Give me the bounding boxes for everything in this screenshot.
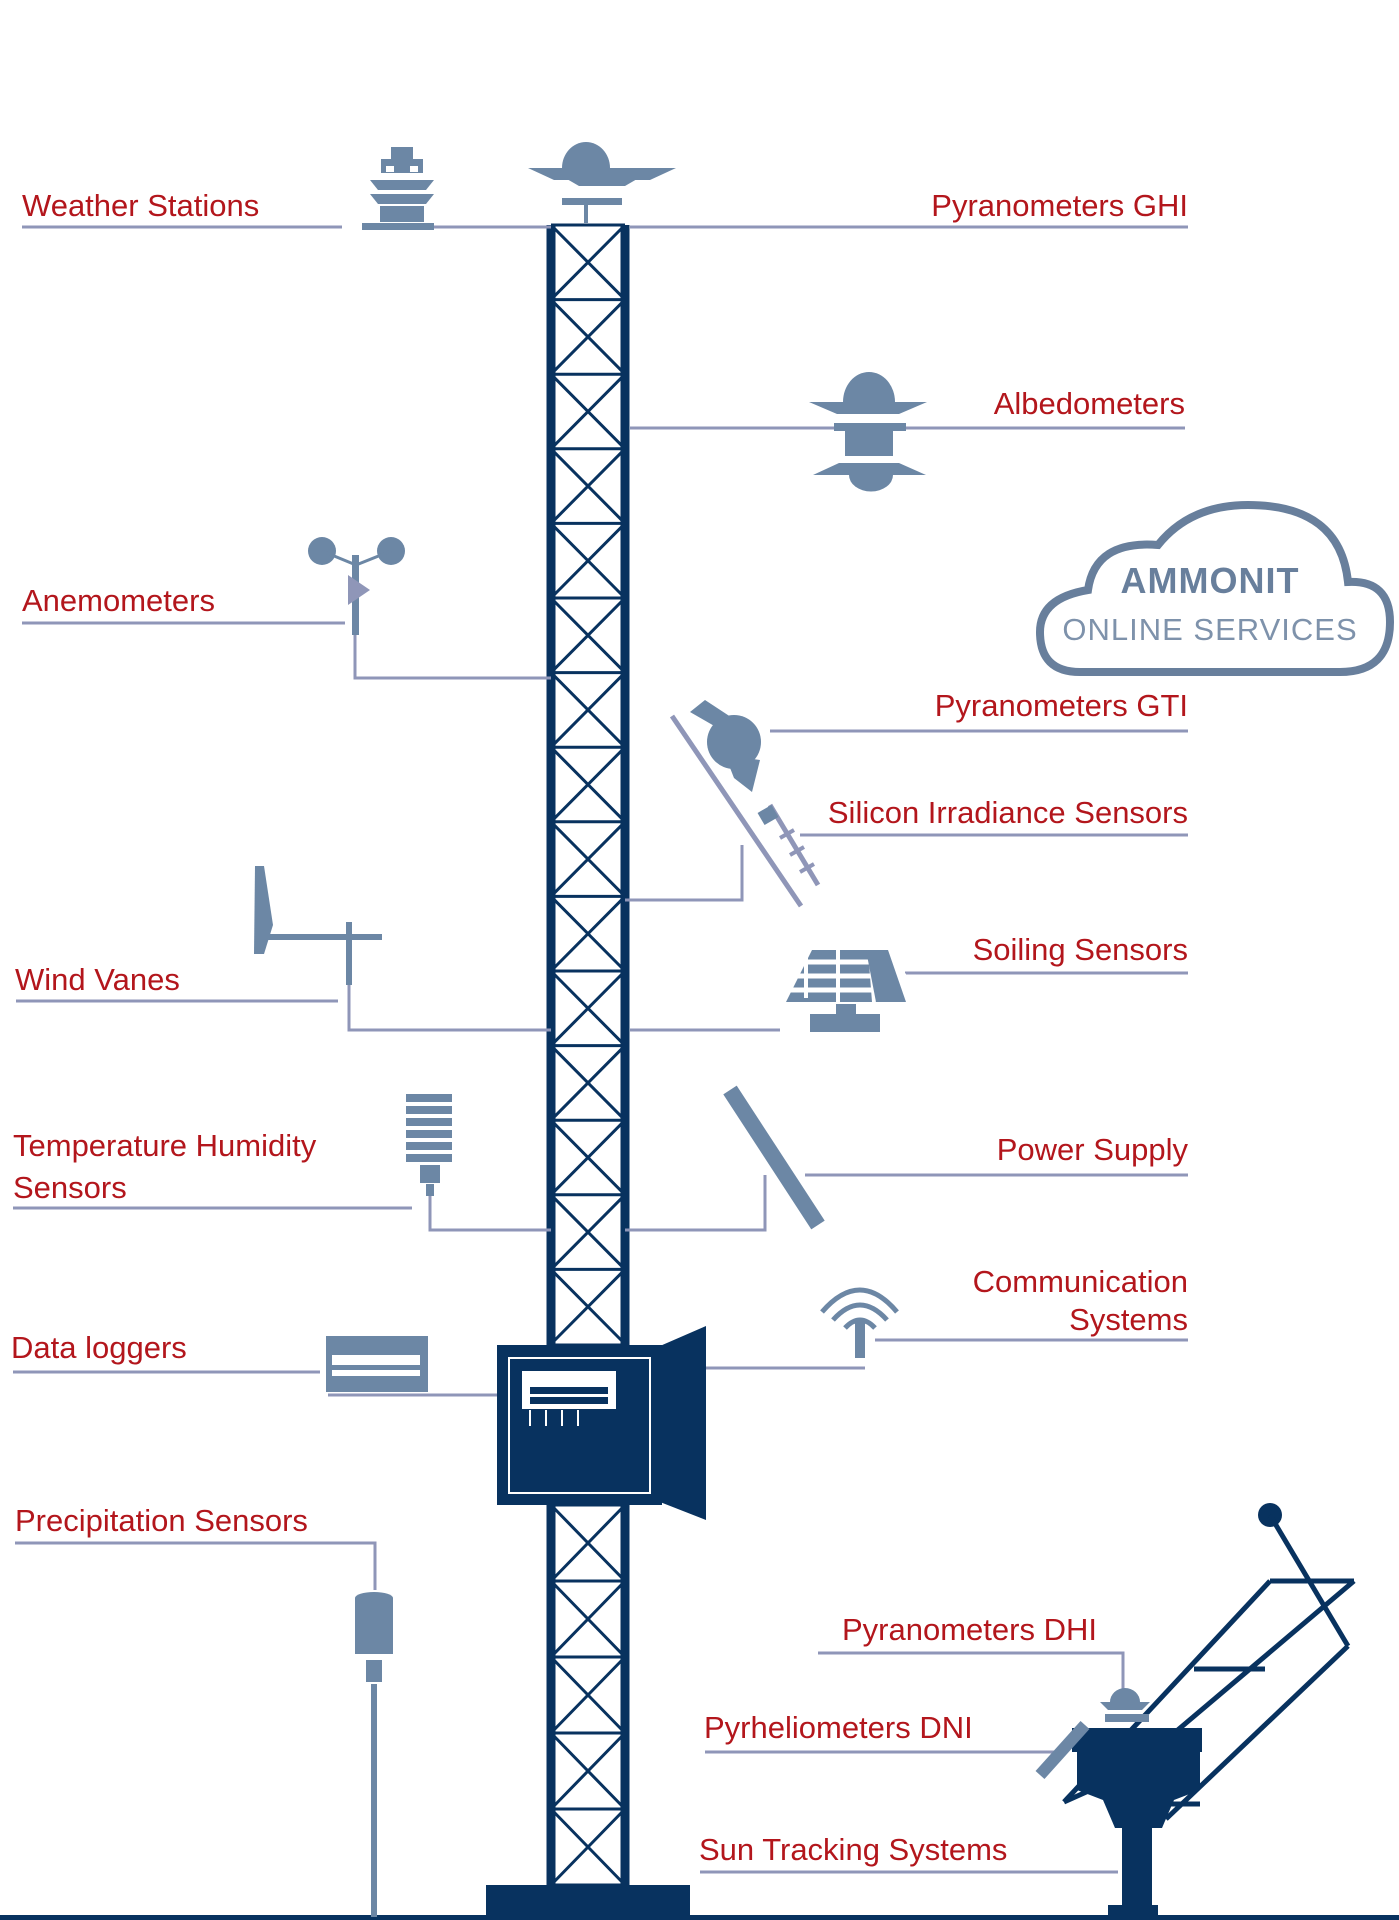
- label-albedometers: Albedometers: [993, 386, 1185, 421]
- temperature-humidity-sensor-icon: [406, 1094, 452, 1196]
- tower-brace: [549, 447, 627, 525]
- tower-brace: [549, 1503, 627, 1583]
- tower-brace: [549, 1579, 627, 1659]
- tower-brace: [549, 1807, 627, 1887]
- soiling-sensor-icon: [786, 949, 906, 1032]
- tower-brace: [549, 969, 627, 1047]
- label-wind-vanes: Wind Vanes: [15, 962, 180, 997]
- tower-brace: [549, 1731, 627, 1811]
- tower-brace: [549, 820, 627, 898]
- label-weather-stations: Weather Stations: [22, 188, 260, 223]
- sun-tracker-icon: [1035, 1503, 1356, 1917]
- label-temperature-humidity-1: Temperature Humidity: [13, 1128, 317, 1163]
- label-precipitation-sensors: Precipitation Sensors: [15, 1503, 308, 1538]
- anemometer-icon: [308, 537, 405, 635]
- tower-brace: [549, 1044, 627, 1122]
- logger-enclosure: [497, 1326, 706, 1520]
- tower-brace: [549, 596, 627, 674]
- label-power-supply: Power Supply: [996, 1132, 1188, 1167]
- label-communication-1: Communication: [972, 1264, 1188, 1299]
- lattice-tower: [546, 223, 630, 1895]
- label-soiling-sensors: Soiling Sensors: [972, 932, 1188, 967]
- tower-brace: [549, 1655, 627, 1735]
- tower-brace: [549, 671, 627, 749]
- label-anemometers: Anemometers: [22, 583, 215, 618]
- pyranometer-ghi-icon: [528, 142, 676, 223]
- label-silicon-irradiance: Silicon Irradiance Sensors: [827, 795, 1188, 830]
- tower-brace: [549, 1193, 627, 1271]
- tower-brace: [549, 522, 627, 600]
- pyranometer-gti-icon: [669, 700, 821, 908]
- tower-brace: [549, 746, 627, 823]
- label-pyrheliometers-dni: Pyrheliometers DNI: [704, 1710, 973, 1745]
- cloud-subtitle: ONLINE SERVICES: [1062, 612, 1358, 647]
- label-temperature-humidity-2: Sensors: [13, 1170, 127, 1205]
- weather-station-icon: [362, 147, 434, 230]
- label-sun-tracking: Sun Tracking Systems: [699, 1832, 1008, 1867]
- data-logger-icon: [326, 1336, 428, 1392]
- silicon-irradiance-sensor-icon: [757, 804, 779, 826]
- cloud-title: AMMONIT: [1120, 560, 1300, 601]
- tower-brace: [549, 298, 627, 376]
- tower-brace: [549, 1119, 627, 1196]
- power-supply-icon: [723, 1085, 825, 1230]
- label-pyranometers-dhi: Pyranometers DHI: [842, 1612, 1097, 1647]
- antenna-icon: [820, 1287, 899, 1358]
- tower-brace: [549, 895, 627, 973]
- tower-brace: [549, 373, 627, 450]
- label-pyranometers-gti: Pyranometers GTI: [934, 688, 1188, 723]
- rain-gauge-icon: [355, 1592, 393, 1917]
- wind-vane-icon: [254, 866, 382, 985]
- connector-lines: [13, 225, 1188, 1874]
- tower-base: [486, 1885, 690, 1920]
- ground-line: [0, 1915, 1399, 1920]
- tower-brace: [549, 1268, 627, 1346]
- tower-brace: [549, 223, 627, 301]
- albedometer-icon: [809, 372, 927, 492]
- cloud-shape: [1035, 500, 1395, 676]
- label-communication-2: Systems: [1069, 1302, 1188, 1337]
- label-data-loggers: Data loggers: [11, 1330, 187, 1365]
- label-pyranometers-ghi: Pyranometers GHI: [931, 188, 1188, 223]
